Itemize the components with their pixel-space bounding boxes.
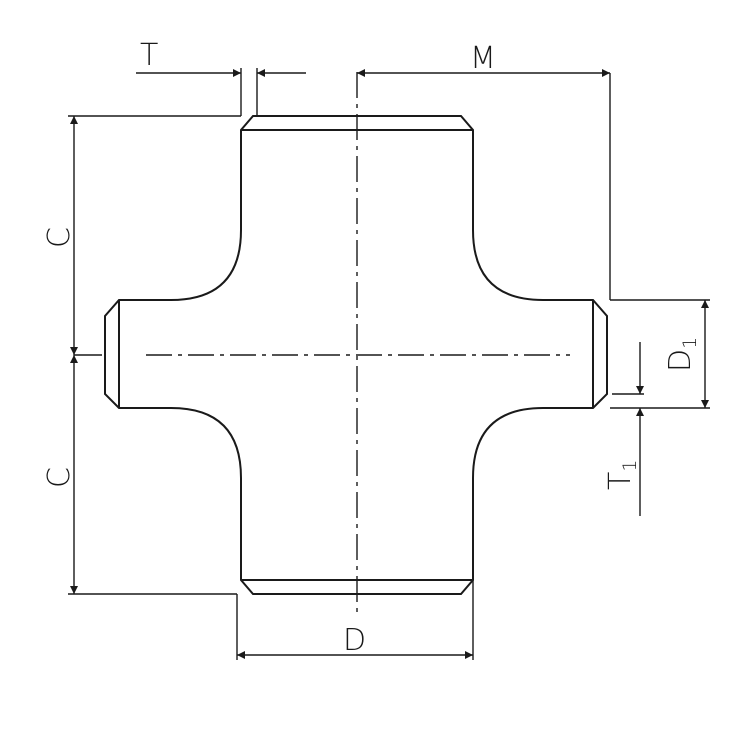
label-c-upper: C: [42, 227, 77, 248]
label-d1-main: D: [663, 349, 698, 372]
dimension-d: [236, 580, 474, 660]
label-d1: D1: [663, 337, 701, 372]
label-m: M: [470, 41, 496, 76]
label-t1-main: T: [603, 472, 638, 490]
label-d1-sub: 1: [679, 337, 701, 349]
label-c-lower: C: [42, 467, 77, 488]
dimension-m: [357, 69, 710, 301]
label-t1: T1: [603, 460, 641, 490]
dimension-t1: [612, 342, 644, 516]
dimension-d1: [610, 300, 710, 409]
cross-outline: [104, 115, 608, 595]
dimension-t: [136, 68, 306, 116]
label-t1-sub: 1: [619, 460, 641, 472]
dimension-c: [68, 115, 241, 595]
label-d: D: [343, 623, 366, 658]
label-t: T: [140, 38, 158, 73]
